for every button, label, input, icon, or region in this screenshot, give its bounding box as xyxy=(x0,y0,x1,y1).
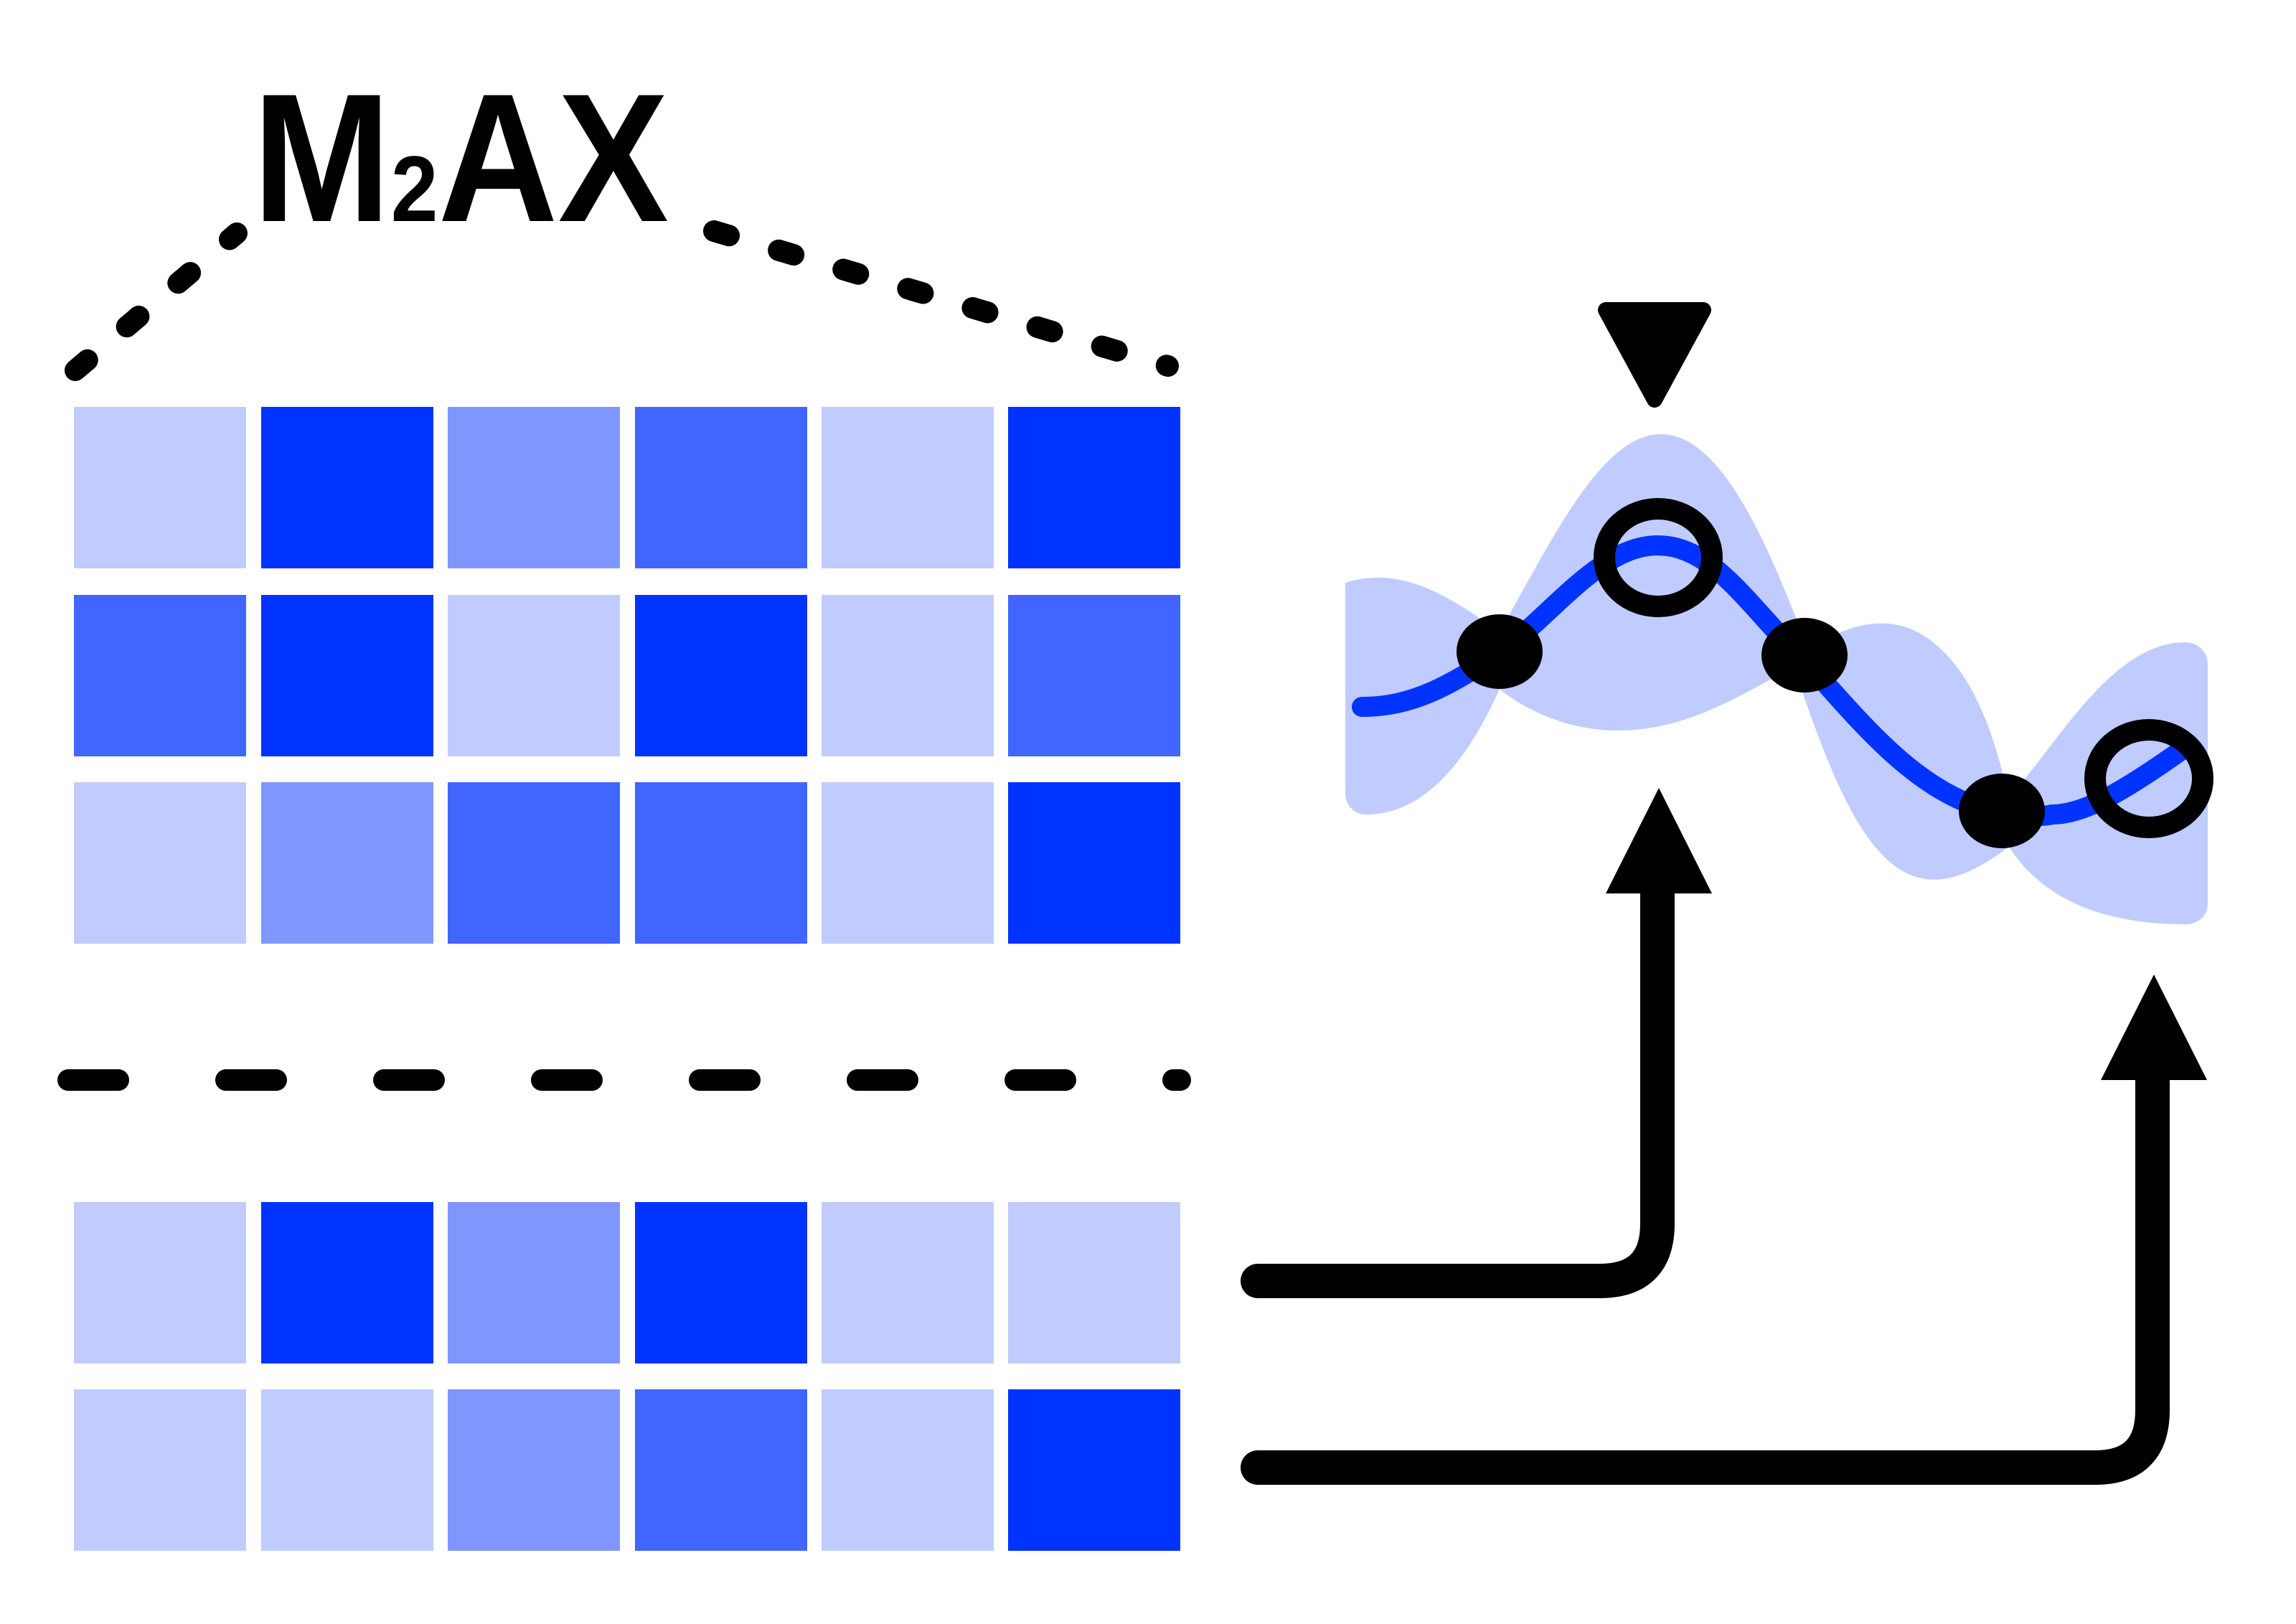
matrix-cell xyxy=(261,595,433,756)
matrix-cell xyxy=(1008,407,1180,568)
matrix-cell xyxy=(1008,782,1180,944)
matrix-cell xyxy=(1008,1202,1180,1363)
arrow-head xyxy=(2101,975,2207,1080)
title-subscript: 2 xyxy=(391,136,438,241)
dotted-fan-lines xyxy=(65,220,1179,381)
observed-point xyxy=(1959,774,2045,848)
data-points xyxy=(1457,498,2213,848)
fan-line-left xyxy=(65,222,248,381)
matrix-cell xyxy=(635,782,807,944)
matrix-cell xyxy=(635,595,807,756)
matrix-cell xyxy=(74,595,246,756)
matrix-cell xyxy=(635,407,807,568)
matrix-cell xyxy=(822,782,994,944)
matrix-cell xyxy=(448,1202,620,1363)
matrix-cell xyxy=(261,407,433,568)
matrix-cell xyxy=(448,407,620,568)
observed-point xyxy=(1457,614,1543,689)
matrix-cell xyxy=(448,782,620,944)
matrix-cell xyxy=(822,407,994,568)
matrix-cell xyxy=(74,1202,246,1363)
matrix-cell xyxy=(822,595,994,756)
candidate-point xyxy=(2084,719,2213,838)
matrix-bottom xyxy=(74,1202,1180,1551)
title-ax: AX xyxy=(438,56,669,261)
matrix-cell xyxy=(822,1202,994,1363)
matrix-cell xyxy=(1008,1389,1180,1551)
fan-line-right xyxy=(703,220,1179,377)
candidate-point-selected xyxy=(1594,498,1723,617)
matrix-cell xyxy=(74,1389,246,1551)
title-m: M xyxy=(253,56,391,261)
matrix-cell xyxy=(822,1389,994,1551)
down-triangle-icon xyxy=(1598,302,1711,408)
diagram-title: M2AX xyxy=(253,56,669,261)
matrix-cell xyxy=(635,1202,807,1363)
matrix-cell xyxy=(261,782,433,944)
elbow-arrows xyxy=(1241,788,2207,1485)
matrix-cell xyxy=(448,595,620,756)
matrix-top xyxy=(74,407,1180,944)
matrix-cell xyxy=(261,1202,433,1363)
arrow-head xyxy=(1606,788,1712,893)
matrix-cell xyxy=(635,1389,807,1551)
matrix-cell xyxy=(74,782,246,944)
matrix-cell xyxy=(261,1389,433,1551)
matrix-cell xyxy=(74,407,246,568)
elbow-arrow-up-icon xyxy=(1241,865,1675,1298)
elbow-arrow-up-icon xyxy=(1241,1052,2170,1485)
observed-point xyxy=(1761,618,1848,693)
matrix-cell xyxy=(1008,595,1180,756)
matrix-cell xyxy=(448,1389,620,1551)
